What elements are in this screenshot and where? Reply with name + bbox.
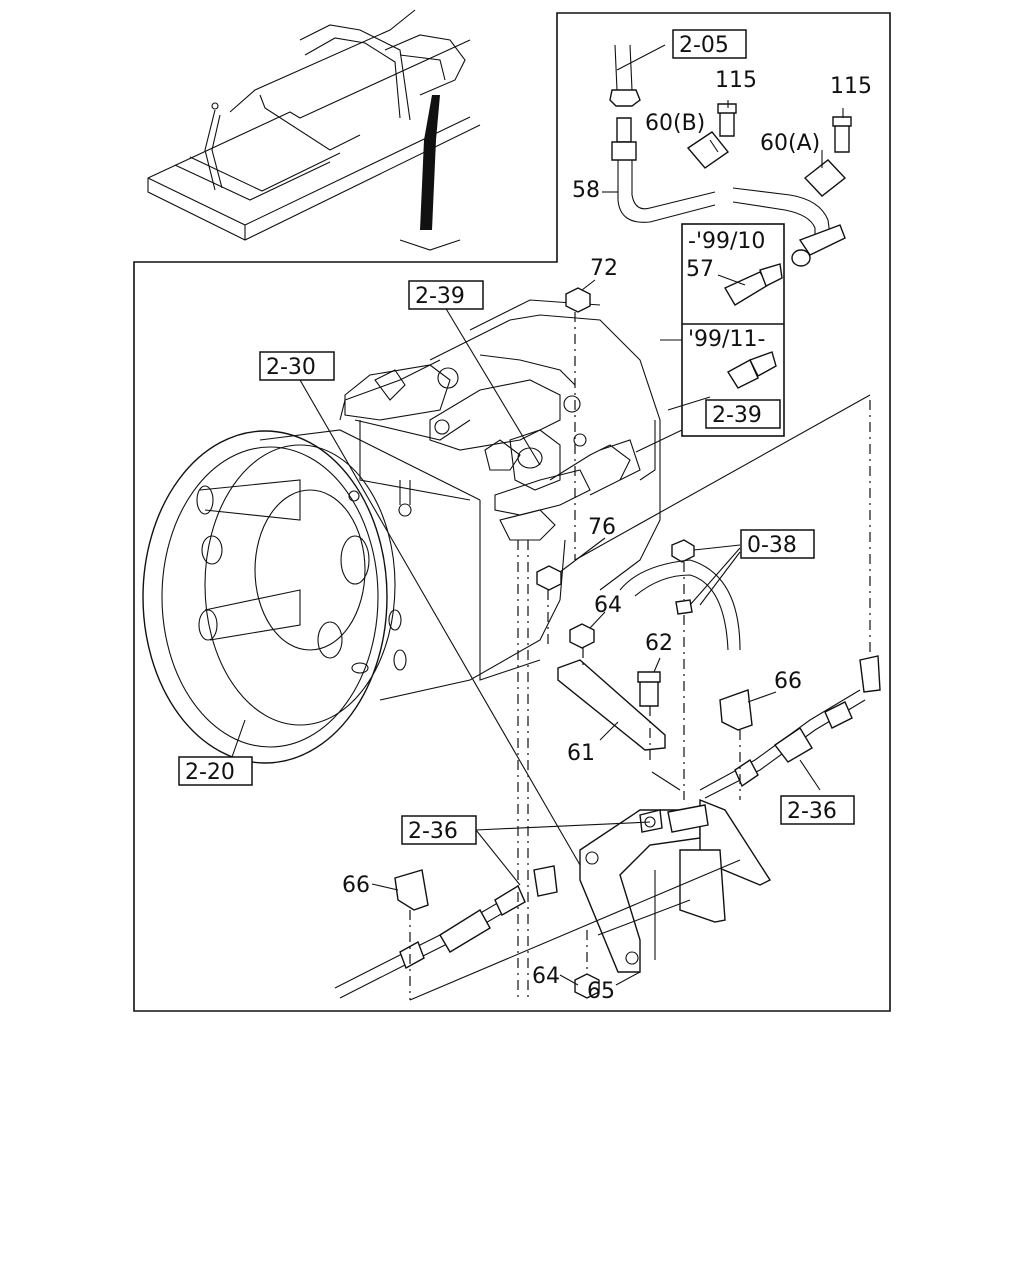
- reference-2-05[interactable]: 2-05: [672, 29, 747, 59]
- part-label-65: 65: [587, 979, 615, 1004]
- lower-brackets: [394, 655, 881, 973]
- svg-text:2-39: 2-39: [712, 403, 762, 428]
- reference-2-36-right[interactable]: 2-36: [780, 795, 855, 825]
- part-label-61: 61: [567, 741, 595, 766]
- part-label-64-upper: 64: [594, 593, 622, 618]
- variant-label-up-to-99-10: -'99/10: [688, 229, 765, 254]
- reference-2-30[interactable]: 2-30: [259, 351, 335, 381]
- part-label-72: 72: [590, 256, 618, 281]
- air-pipe-assembly: [609, 44, 852, 267]
- leader-lines: [231, 100, 844, 986]
- chassis-inset: [147, 9, 481, 251]
- part-label-64-lower: 64: [532, 964, 560, 989]
- reference-2-36-left[interactable]: 2-36: [401, 815, 477, 845]
- svg-text:2-36: 2-36: [787, 799, 837, 824]
- svg-text:2-30: 2-30: [266, 355, 316, 380]
- reference-0-38[interactable]: 0-38: [740, 529, 815, 559]
- svg-text:2-20: 2-20: [185, 760, 235, 785]
- mounting-parts: [536, 287, 741, 999]
- reference-2-20[interactable]: 2-20: [178, 756, 253, 786]
- part-label-76: 76: [588, 515, 616, 540]
- svg-text:0-38: 0-38: [747, 533, 797, 558]
- svg-text:2-05: 2-05: [679, 33, 729, 58]
- part-label-60a: 60(A): [760, 131, 820, 156]
- part-label-60b: 60(B): [645, 111, 705, 136]
- reference-2-39-top[interactable]: 2-39: [408, 280, 484, 310]
- part-label-115-right: 115: [830, 74, 872, 99]
- reference-2-39-inset[interactable]: 2-39: [705, 399, 781, 429]
- part-label-66-right: 66: [774, 669, 802, 694]
- part-label-66-left: 66: [342, 873, 370, 898]
- part-label-62: 62: [645, 631, 673, 656]
- variant-box: [667, 223, 785, 437]
- assembly-lines: [409, 312, 871, 1001]
- part-label-115-left: 115: [715, 68, 757, 93]
- part-label-57: 57: [686, 257, 714, 282]
- transmission-assembly: [142, 299, 661, 764]
- part-label-58: 58: [572, 178, 600, 203]
- diagram-frame: [133, 12, 891, 1012]
- svg-text:2-36: 2-36: [408, 819, 458, 844]
- svg-text:2-39: 2-39: [415, 284, 465, 309]
- variant-label-from-99-11: '99/11-: [688, 327, 765, 352]
